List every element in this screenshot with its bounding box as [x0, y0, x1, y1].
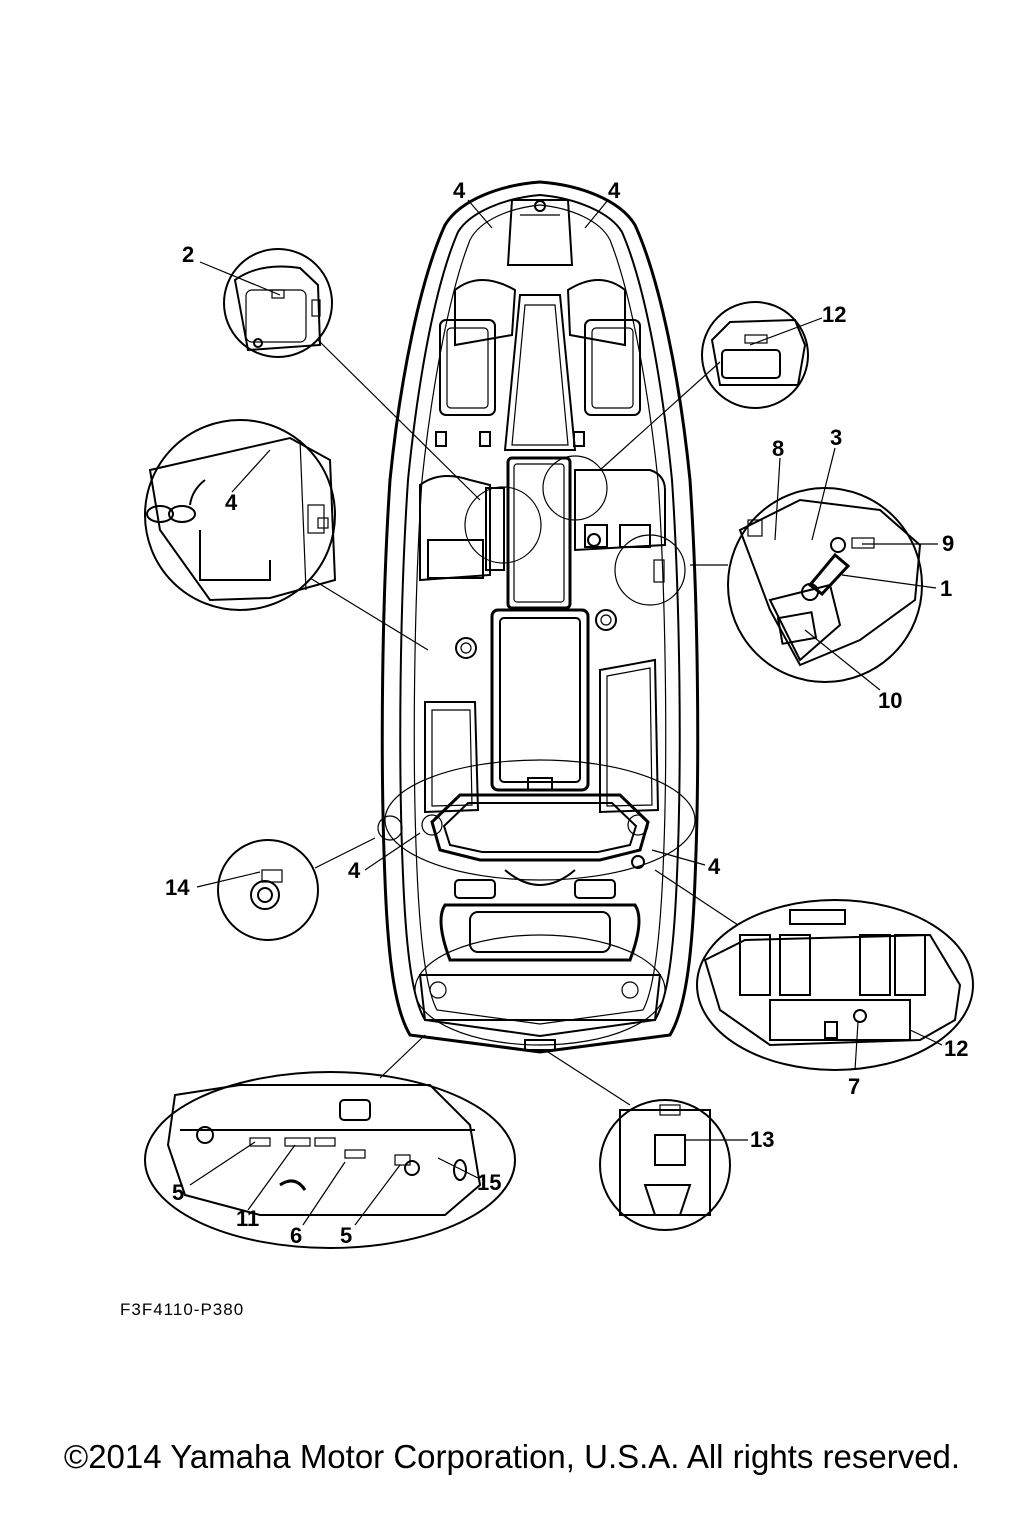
callout-4-bow-left: 4 — [453, 178, 466, 203]
callout-13: 13 — [750, 1127, 774, 1152]
callout-3: 3 — [830, 425, 842, 450]
callout-15: 15 — [477, 1170, 501, 1195]
callout-8: 8 — [772, 436, 784, 461]
detail-item-14 — [217, 839, 319, 941]
callout-12-bottom: 12 — [944, 1036, 968, 1061]
detail-stern — [144, 1071, 516, 1249]
detail-item-2 — [223, 248, 333, 358]
callout-4-bow-right: 4 — [608, 178, 621, 203]
callout-11: 11 — [236, 1206, 259, 1231]
callout-7: 7 — [848, 1074, 860, 1099]
detail-transom — [599, 1099, 731, 1231]
copyright-notice: ©2014 Yamaha Motor Corporation, U.S.A. A… — [63, 1438, 961, 1475]
callout-4-left-detail: 4 — [225, 490, 238, 515]
detail-item-12-top — [701, 301, 809, 409]
boat-hull — [377, 180, 700, 1054]
detail-helm — [727, 487, 923, 683]
part-code: F3F4110-P380 — [120, 1300, 245, 1319]
callout-9: 9 — [942, 531, 954, 556]
callout-2: 2 — [182, 242, 194, 267]
callout-10: 10 — [878, 688, 902, 713]
detail-item-4-left — [144, 419, 337, 611]
callout-12-top: 12 — [822, 302, 846, 327]
detail-aft-storage — [696, 899, 974, 1071]
callout-4-mid-right: 4 — [708, 854, 721, 879]
callout-6: 6 — [290, 1223, 302, 1248]
callout-5-right: 5 — [340, 1223, 352, 1248]
callout-1: 1 — [940, 576, 952, 601]
callout-14: 14 — [165, 875, 190, 900]
callout-4-mid-left: 4 — [348, 858, 361, 883]
leader-lines — [189, 199, 943, 1226]
callout-labels: 4 4 2 12 8 3 9 1 10 4 4 14 4 12 7 13 15 … — [165, 178, 968, 1248]
callout-5-left: 5 — [172, 1180, 184, 1205]
